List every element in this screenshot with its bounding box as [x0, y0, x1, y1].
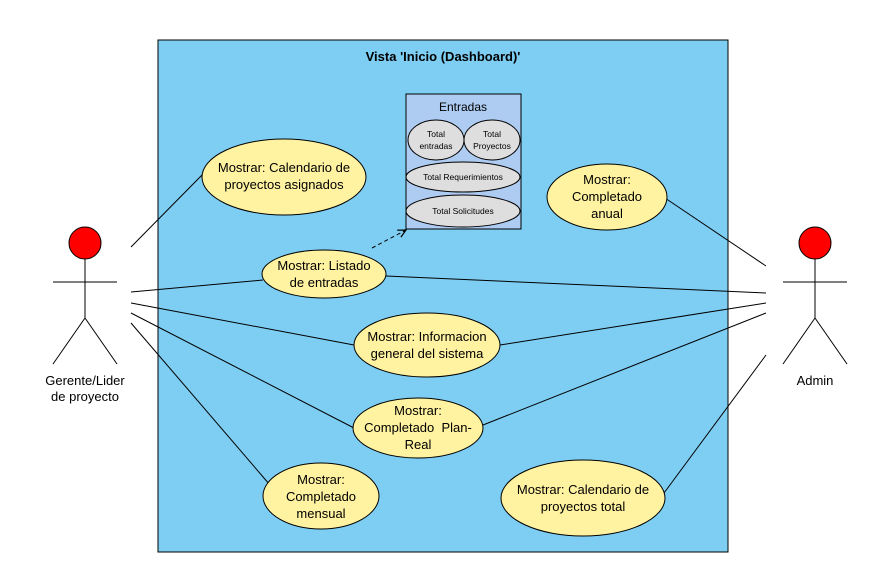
usecase-label-line3: mensual	[296, 506, 345, 521]
actor-gerente: Gerente/Lider de proyecto	[45, 226, 125, 404]
usecase-completado-anual: Mostrar: Completado anual	[546, 163, 668, 231]
total-requerimientos-label: Total Requerimientos	[423, 172, 503, 182]
assoc-gerente-calendario-asignados	[130, 173, 204, 248]
total-entradas-line2: entradas	[419, 141, 452, 151]
total-proyectos-line1: Total	[483, 129, 501, 139]
assoc-admin-calendario-total	[663, 354, 767, 494]
actor-gerente-label-line2: de proyecto	[51, 389, 119, 404]
assoc-gerente-completado-plan-real	[130, 312, 355, 429]
total-proyectos-line2: Proyectos	[473, 141, 511, 151]
assoc-admin-informacion-general	[499, 302, 767, 346]
usecase-calendario-total: Mostrar: Calendario de proyectos total	[500, 459, 666, 537]
total-solicitudes-bubble	[405, 194, 521, 228]
actor-right-leg	[84, 317, 118, 365]
usecase-label-line1: Mostrar: Calendario de	[517, 482, 649, 497]
actor-head	[798, 226, 832, 260]
usecase-ellipse	[352, 397, 484, 459]
entradas-panel-title: Entradas	[439, 100, 487, 114]
usecase-label-line2: proyectos asignados	[224, 177, 344, 192]
usecase-label-line1: Mostrar: Informacion	[367, 329, 486, 344]
usecase-label-line2: proyectos total	[541, 499, 626, 514]
usecase-ellipse	[500, 459, 666, 537]
total-requerimientos-bubble	[405, 161, 521, 193]
usecase-label-line1: Mostrar: Calendario de	[218, 160, 350, 175]
assoc-admin-completado-anual	[664, 197, 767, 267]
usecase-label-line1: Mostrar:	[583, 172, 631, 187]
usecase-label-line3: anual	[591, 206, 623, 221]
assoc-admin-completado-plan-real	[482, 312, 767, 426]
assoc-gerente-completado-mensual	[130, 322, 271, 486]
usecase-label-line1: Mostrar: Listado	[277, 258, 370, 273]
usecase-ellipse	[353, 312, 501, 378]
actor-gerente-label-line1: Gerente/Lider	[45, 373, 125, 388]
assoc-gerente-informacion-general	[130, 302, 355, 346]
usecase-informacion-general: Mostrar: Informacion general del sistema	[353, 312, 501, 378]
system-title: Vista 'Inicio (Dashboard)'	[366, 49, 521, 64]
actor-left-leg	[52, 317, 86, 365]
total-entradas-line1: Total	[427, 129, 445, 139]
total-proyectos-bubble	[463, 119, 521, 161]
usecase-label-line2: de entradas	[290, 275, 359, 290]
usecase-label-line1: Mostrar:	[394, 403, 442, 418]
usecase-listado-entradas: Mostrar: Listado de entradas	[261, 249, 387, 299]
actor-left-leg	[782, 317, 816, 365]
usecase-completado-mensual: Mostrar: Completado mensual	[262, 462, 380, 530]
usecase-calendario-asignados: Mostrar: Calendario de proyectos asignad…	[201, 138, 367, 216]
usecase-label-line2: Completado Plan-	[364, 420, 472, 435]
total-entradas-bubble	[407, 119, 465, 161]
usecase-ellipse	[262, 462, 380, 530]
actor-right-leg	[814, 317, 848, 365]
usecase-label-line2: general del sistema	[371, 346, 484, 361]
total-solicitudes-label: Total Solicitudes	[432, 206, 493, 216]
usecase-label-line1: Mostrar:	[297, 472, 345, 487]
assoc-admin-listado-entradas	[385, 275, 767, 294]
entradas-panel: Entradas Total entradas Total Proyectos …	[405, 93, 522, 230]
usecase-label-line2: Completado	[286, 489, 356, 504]
association-lines	[130, 173, 767, 494]
usecase-ellipse	[546, 163, 668, 231]
actor-head	[68, 226, 102, 260]
usecase-label-line2: Completado	[572, 189, 642, 204]
actor-admin-label: Admin	[797, 373, 834, 388]
assoc-gerente-listado-entradas	[130, 279, 264, 293]
usecase-completado-plan-real: Mostrar: Completado Plan- Real	[352, 397, 484, 459]
usecase-ellipse	[201, 138, 367, 216]
actor-admin: Admin	[782, 226, 848, 388]
usecase-label-line3: Real	[405, 437, 432, 452]
usecase-ellipse	[261, 249, 387, 299]
